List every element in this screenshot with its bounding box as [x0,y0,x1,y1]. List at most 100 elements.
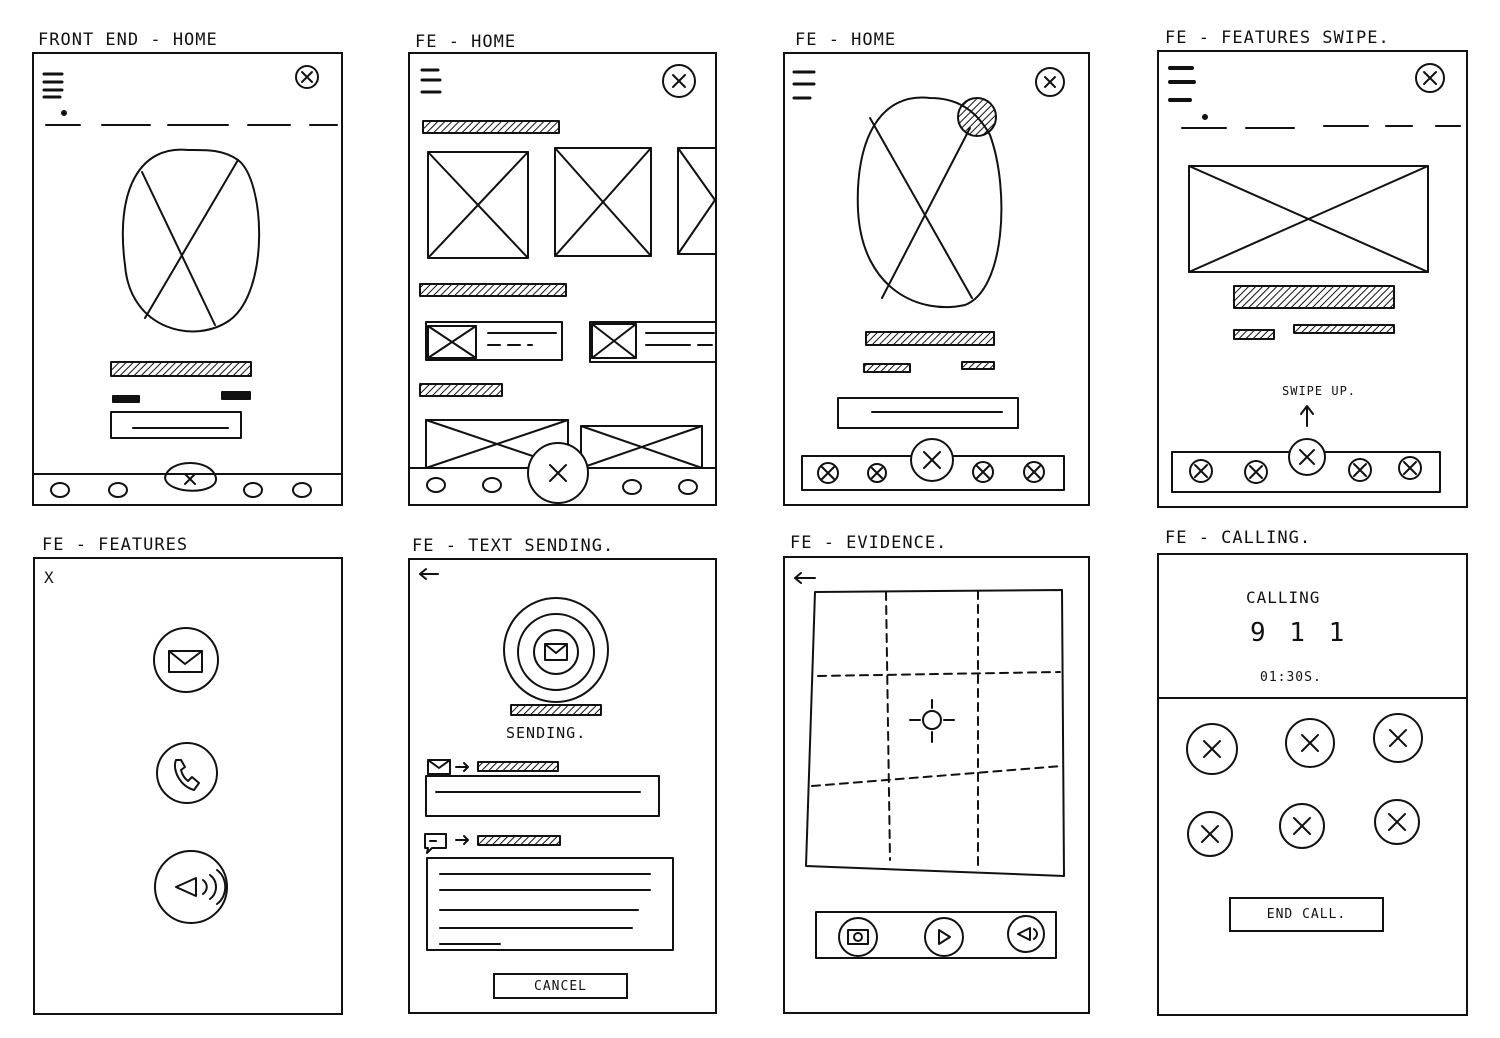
camera-viewfinder[interactable] [805,589,1065,877]
screen-title-front-end-home: FRONT END - HOME [38,30,218,50]
text-placeholder [961,361,995,370]
screen-title-fe-home-1: FE - HOME [415,32,517,52]
bottom-nav-bar[interactable] [1171,438,1441,493]
progress-bar [510,704,602,716]
nav-feature-icon [1348,458,1372,482]
nav-dot-icon [292,482,312,498]
nav-feature-icon [817,462,839,484]
nav-dot-icon [622,479,642,495]
nav-dot-icon [50,482,70,498]
megaphone-icon [175,869,227,905]
message-feature-button[interactable] [153,627,219,693]
close-icon[interactable] [662,64,696,98]
carousel-card-image[interactable] [677,147,716,255]
video-record-button [924,917,964,957]
end-call-button[interactable]: END CALL. [1229,897,1384,932]
phone-frame-front-end-home [32,52,343,506]
page-dot-indicator [1202,114,1208,120]
screen-title-features-swipe: FE - FEATURES SWIPE. [1165,28,1390,48]
audio-record-button [1007,915,1045,953]
close-icon[interactable] [1415,63,1445,93]
evidence-toolbar[interactable] [815,911,1057,959]
calling-title: CALLING [1246,588,1321,607]
call-option-button[interactable] [1374,799,1420,845]
carousel-card-image[interactable] [580,425,703,469]
title-bar-placeholder [865,331,995,346]
text-placeholder [1293,324,1395,334]
hamburger-menu-icon[interactable] [792,70,816,100]
megaphone-icon [1017,927,1031,941]
bottom-nav-bar[interactable] [50,462,312,498]
text-placeholder [221,391,251,400]
hamburger-menu-icon[interactable] [1168,66,1196,102]
close-icon[interactable] [1035,67,1065,97]
phone-frame-fe-home-2 [783,52,1090,506]
feature-banner-image[interactable] [1188,165,1429,273]
message-recipient-row [427,759,559,775]
list-card[interactable] [425,321,563,361]
cancel-button[interactable]: CANCEL [493,973,628,999]
photo-capture-button [838,917,878,957]
list-card[interactable] [589,321,716,363]
call-option-button[interactable] [1285,718,1335,768]
screen-title-evidence: FE - EVIDENCE. [790,533,948,553]
call-option-button[interactable] [1373,713,1423,763]
nav-dot-icon [108,482,128,498]
call-option-button[interactable] [1187,811,1233,857]
nav-feature-icon [1398,456,1422,480]
nav-feature-icon [1244,460,1268,484]
page-dot-indicator [61,110,67,116]
call-timer: 01:30S. [1260,670,1322,685]
profile-image-placeholder [121,148,261,333]
nav-feature-icon [972,461,994,483]
call-option-button[interactable] [1186,723,1238,775]
back-arrow-icon[interactable] [794,572,816,584]
arrow-right-icon [455,762,469,772]
hamburger-menu-icon[interactable] [420,68,442,94]
called-number: 9 1 1 [1250,618,1349,648]
nav-feature-icon [1189,459,1213,483]
text-placeholder [863,363,911,373]
arrow-right-icon [455,835,469,845]
profile-image-placeholder [856,96,1003,309]
phone-frame-calling [1157,553,1468,1016]
nav-dot-icon [482,477,502,493]
message-text-field[interactable] [425,775,660,817]
camera-icon [847,929,869,945]
bottom-nav-bar[interactable] [801,438,1065,491]
close-icon[interactable]: X [44,568,54,587]
center-action-button [164,462,217,492]
nav-feature-icon [1023,461,1045,483]
back-arrow-icon[interactable] [419,568,439,580]
call-option-button[interactable] [1279,803,1325,849]
phone-frame-text-sending [408,558,717,1014]
envelope-icon [544,643,568,661]
screen-title-text-sending: FE - TEXT SENDING. [412,536,615,556]
screen-title-fe-home-2: FE - HOME [795,30,897,50]
close-icon[interactable] [295,65,319,89]
nav-feature-icon [867,463,887,483]
sending-status-text: SENDING. [506,724,587,742]
call-feature-button[interactable] [156,742,218,804]
alarm-feature-button[interactable] [154,850,228,924]
screen-title-features: FE - FEATURES [42,535,189,555]
carousel-card-image[interactable] [427,151,529,259]
input-field-placeholder[interactable] [110,411,242,439]
tab-dash-divider [1181,125,1461,129]
hamburger-menu-icon[interactable] [42,72,64,99]
title-bar-placeholder [1233,285,1395,309]
chat-bubble-icon [424,833,447,854]
section-heading-placeholder [419,283,567,297]
swipe-up-arrow-icon [1300,405,1314,427]
message-body-field[interactable] [426,857,674,951]
phone-frame-features [33,557,343,1015]
carousel-card-image[interactable] [554,147,652,257]
sms-recipient-row [424,833,561,854]
bottom-nav-bar[interactable] [426,442,698,504]
input-field-placeholder[interactable] [837,397,1019,429]
nav-dot-icon [678,479,698,495]
phone-icon [174,759,200,791]
notification-badge[interactable] [957,97,997,137]
section-heading-placeholder [422,120,560,134]
